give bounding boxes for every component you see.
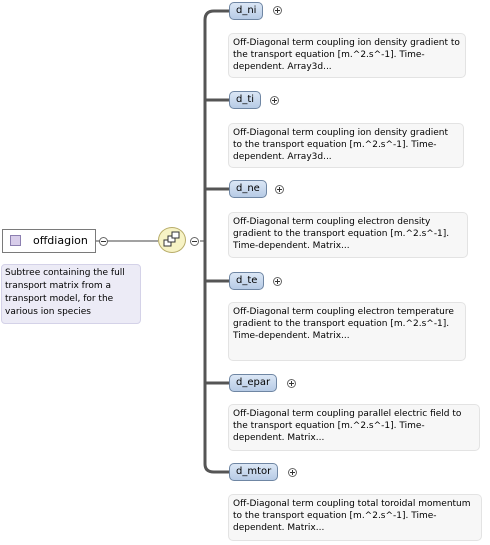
expand-d-ne-icon[interactable]: [275, 185, 284, 194]
element-label: d_epar: [236, 377, 271, 388]
documentation-d-mtor: Off-Diagonal term coupling total toroida…: [228, 494, 482, 541]
documentation-d-ni: Off-Diagonal term coupling ion density g…: [228, 33, 466, 78]
sequence-icon: [163, 231, 180, 247]
collapse-root-icon[interactable]: [99, 237, 108, 246]
documentation-d-epar: Off-Diagonal term coupling parallel elec…: [228, 404, 480, 451]
element-d-te[interactable]: d_te: [229, 272, 265, 290]
element-d-ni[interactable]: d_ni: [229, 2, 264, 20]
expand-d-ti-icon[interactable]: [270, 96, 279, 105]
documentation-d-te: Off-Diagonal term coupling electron temp…: [228, 302, 466, 361]
element-d-epar[interactable]: d_epar: [229, 374, 278, 392]
documentation-d-ne: Off-Diagonal term coupling electron dens…: [228, 212, 468, 258]
element-d-ne[interactable]: d_ne: [229, 180, 267, 198]
root-element-offdiagion[interactable]: offdiagion: [2, 229, 96, 253]
element-d-mtor[interactable]: d_mtor: [229, 463, 279, 481]
sequence-compositor[interactable]: [158, 227, 186, 253]
expand-d-te-icon[interactable]: [273, 277, 282, 286]
root-documentation: Subtree containing the full transport ma…: [1, 264, 141, 324]
expand-d-mtor-icon[interactable]: [288, 468, 297, 477]
collapse-sequence-icon[interactable]: [190, 237, 199, 246]
element-label: d_ti: [236, 94, 255, 105]
element-d-ti[interactable]: d_ti: [229, 91, 262, 109]
documentation-d-ti: Off-Diagonal term coupling ion density g…: [228, 123, 464, 168]
element-label: d_ni: [236, 5, 257, 16]
expand-d-epar-icon[interactable]: [287, 379, 296, 388]
element-label: d_mtor: [236, 466, 272, 477]
element-label: d_te: [236, 275, 258, 286]
complex-type-icon: [10, 235, 21, 246]
root-element-label: offdiagion: [33, 234, 88, 247]
element-label: d_ne: [236, 183, 260, 194]
expand-d-ni-icon[interactable]: [273, 6, 282, 15]
